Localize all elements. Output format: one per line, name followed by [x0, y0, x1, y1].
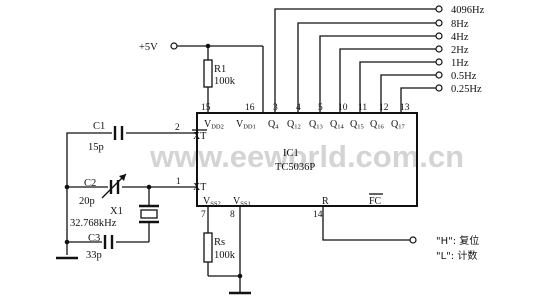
supply-label: +5V [139, 42, 158, 53]
output-wire-8hz [297, 22, 436, 113]
c1-value: 15p [88, 142, 104, 153]
pin-label-q15: Q15 [350, 119, 364, 131]
output-wire-4hz [319, 35, 436, 113]
output-terminal-2hz [435, 45, 443, 53]
pin-8: 8 [230, 210, 235, 220]
r1-value: 100k [214, 76, 236, 87]
r1-resistor [203, 59, 213, 88]
output-wire-0-25hz [400, 87, 436, 113]
xt-left-junction [64, 184, 70, 190]
ic-name: IC1 [283, 148, 299, 159]
pin-16: 16 [245, 103, 255, 113]
pin-2: 2 [175, 123, 180, 133]
xt-bar-wire [66, 132, 197, 255]
pin-14: 14 [313, 210, 323, 220]
pin-7: 7 [201, 210, 206, 220]
rs-value: 100k [214, 250, 236, 261]
output-terminal-4hz [435, 32, 443, 40]
pin-label-vss1: VSS1 [233, 196, 251, 208]
c2-value: 20p [79, 196, 95, 207]
x1-name: X1 [110, 206, 123, 217]
pin-1: 1 [176, 177, 181, 187]
pin-label-q4: Q4 [268, 119, 279, 131]
supply-terminal [170, 42, 178, 50]
reset-terminal [409, 236, 417, 244]
x1-crystal [140, 209, 158, 219]
x1-value: 32.768kHz [70, 218, 117, 229]
output-wire-2hz [339, 48, 436, 113]
output-label-0-5hz: 0.5Hz [451, 71, 477, 82]
pin-label-q12: Q12 [287, 119, 301, 131]
c2-name: C2 [84, 178, 96, 189]
pin-11: 11 [358, 103, 367, 113]
output-label-4096hz: 4096Hz [451, 5, 485, 16]
output-terminal-0-5hz [435, 71, 443, 79]
c3-left-junction [64, 239, 70, 245]
output-label-0-25hz: 0.25Hz [451, 84, 482, 95]
pin-label-vdd2: VDD2 [204, 119, 224, 131]
output-label-1hz: 1Hz [451, 58, 469, 69]
output-label-2hz: 2Hz [451, 45, 469, 56]
pin-label-vss2: VSS2 [203, 196, 221, 208]
c3-value: 33p [86, 250, 102, 261]
pin-label-r: R [322, 196, 329, 207]
rs-name: Rs [214, 237, 225, 248]
output-terminal-0-25hz [435, 84, 443, 92]
c3-name: C3 [88, 233, 100, 244]
ic-body [196, 112, 418, 207]
pin-12: 12 [379, 103, 389, 113]
rs-resistor [203, 232, 213, 263]
watermark: www.eeworld.com.cn [149, 139, 464, 174]
output-terminal-8hz [435, 19, 443, 27]
pin-label-xt: XT [193, 182, 206, 193]
output-terminal-1hz [435, 58, 443, 66]
output-wire-0-5hz [380, 74, 436, 113]
pin-13: 13 [400, 103, 410, 113]
pin-label-q17: Q17 [391, 119, 405, 131]
output-label-4hz: 4Hz [451, 32, 469, 43]
output-wire-4096hz [274, 8, 436, 113]
c1-name: C1 [93, 121, 105, 132]
ground-junction [237, 273, 243, 279]
output-label-8hz: 8Hz [451, 19, 469, 30]
output-wire-1hz [359, 61, 436, 113]
pin-label-q14: Q14 [330, 119, 344, 131]
ic-part: TC5036P [275, 162, 315, 173]
reset-note-l: "L": 计数 [436, 249, 477, 262]
pin-label-vdd1: VDD1 [236, 119, 256, 131]
output-terminal-4096hz [435, 5, 443, 13]
reset-note-h: "H": 复位 [436, 234, 479, 247]
pin-label-q13: Q13 [309, 119, 323, 131]
pin-label-fc-bar: FC [369, 196, 382, 207]
pin-label-q16: Q16 [370, 119, 384, 131]
r1-name: R1 [214, 64, 226, 75]
pin-10: 10 [338, 103, 348, 113]
reset-wire [322, 206, 410, 241]
pin-15: 15 [201, 103, 211, 113]
pin-label-xt-bar: XT [193, 131, 206, 142]
